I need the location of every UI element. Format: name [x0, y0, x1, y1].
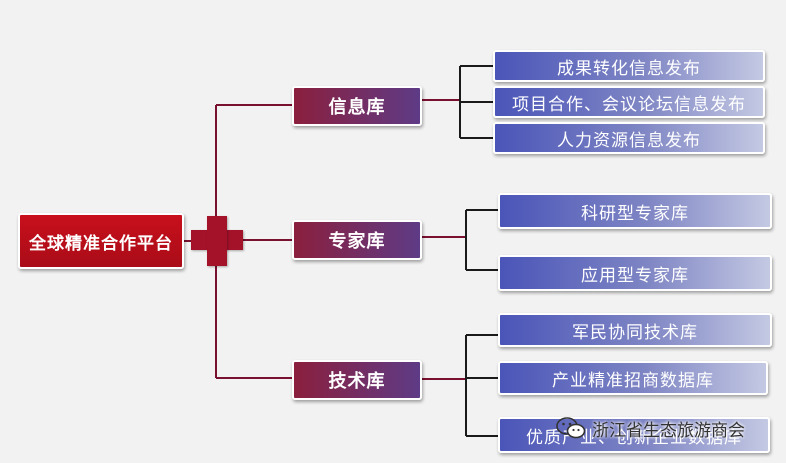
leaf-node: 成果转化信息发布	[493, 50, 765, 82]
leaf-label: 项目合作、会议论坛信息发布	[512, 94, 746, 115]
watermark: 浙江省生态旅游商会	[556, 414, 745, 442]
leaf-label: 科研型专家库	[581, 203, 689, 224]
category-node-tech: 技术库	[292, 360, 422, 400]
root-node-label: 全球精准合作平台	[29, 233, 173, 254]
leaf-node: 项目合作、会议论坛信息发布	[493, 86, 765, 118]
category-node-experts: 专家库	[292, 220, 422, 260]
root-node: 全球精准合作平台	[18, 213, 184, 269]
cross-connector-vertical	[207, 216, 227, 266]
leaf-node: 军民协同技术库	[498, 313, 772, 347]
leaf-label: 军民协同技术库	[572, 322, 698, 343]
leaf-label: 产业精准招商数据库	[552, 370, 714, 391]
leaf-label: 应用型专家库	[581, 265, 689, 286]
leaf-node: 应用型专家库	[498, 255, 772, 291]
leaf-node: 优质产业、创新企业数据库	[498, 417, 770, 453]
wechat-icon	[556, 417, 586, 439]
leaf-label: 人力资源信息发布	[557, 130, 701, 151]
category-label: 专家库	[328, 231, 386, 252]
watermark-text: 浙江省生态旅游商会	[592, 420, 745, 441]
leaf-node: 产业精准招商数据库	[498, 361, 768, 395]
leaf-label: 成果转化信息发布	[557, 58, 701, 79]
category-node-info: 信息库	[292, 86, 422, 126]
category-label: 信息库	[328, 97, 386, 118]
leaf-node: 科研型专家库	[498, 193, 772, 229]
leaf-node: 人力资源信息发布	[493, 122, 765, 154]
category-label: 技术库	[328, 371, 386, 392]
